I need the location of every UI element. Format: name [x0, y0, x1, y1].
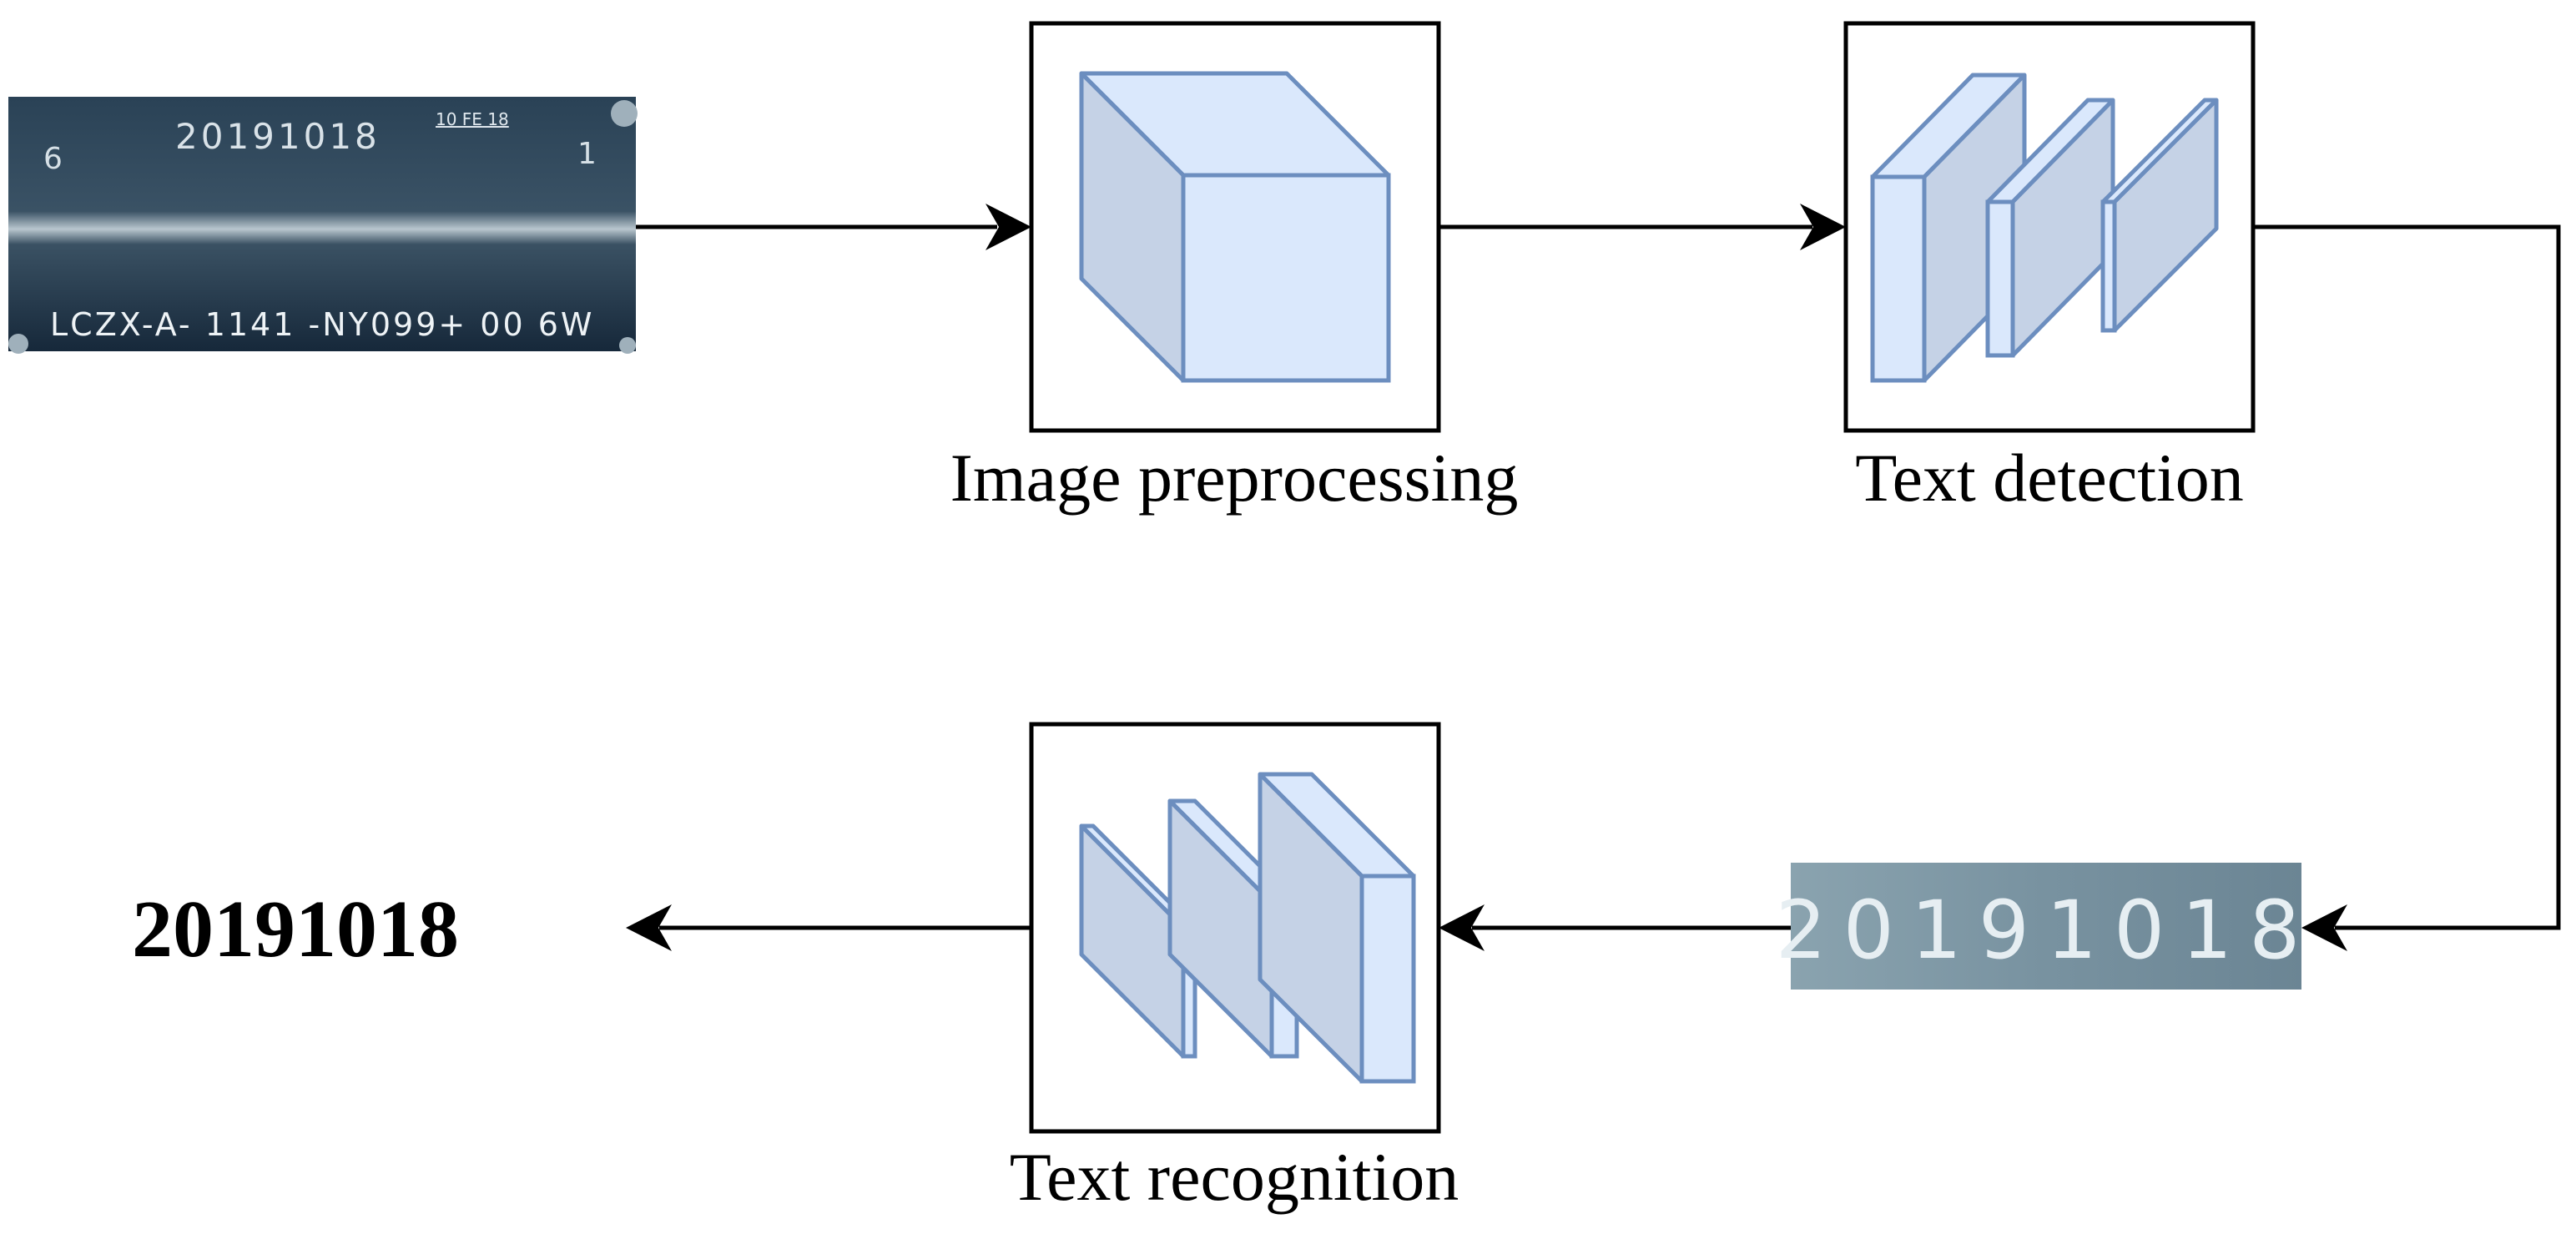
arrow-detection-to-crop	[2253, 224, 2561, 951]
detection-stage: Text detection	[1843, 21, 2256, 516]
detected-crop: 20191018	[1776, 863, 2317, 990]
preprocessing-label: Image preprocessing	[950, 440, 1519, 516]
input-image-top-left-digit: 6	[43, 142, 63, 176]
arrow-recognition-to-result	[626, 904, 1031, 951]
recognition-label: Text recognition	[1010, 1139, 1459, 1215]
detected-crop-background	[1791, 863, 2301, 990]
preprocessing-stage: Image preprocessing	[950, 21, 1519, 516]
input-image-date-stamp: 20191018	[175, 116, 381, 157]
input-image-corner-mark	[619, 337, 636, 354]
arrow-crop-to-recognition	[1439, 904, 1791, 951]
input-image-small-stamp: 10 FE 18	[436, 109, 509, 129]
layers-shrinking-icon	[1870, 73, 2219, 383]
arrow-preprocessing-to-detection	[1439, 204, 1846, 250]
input-image-bottom-code: LCZX-A- 1141 -NY099+ 00 6W	[50, 306, 594, 343]
recognition-stage: Text recognition	[1010, 722, 1459, 1215]
input-image-corner-mark	[611, 100, 638, 127]
layers-growing-icon	[1079, 772, 1416, 1084]
recognized-result: 20191018	[132, 884, 459, 975]
input-image-corner-mark	[8, 334, 28, 354]
input-image-top-right-digit: 1	[577, 137, 597, 171]
detection-label: Text detection	[1855, 440, 2244, 516]
input-image-background	[8, 97, 636, 351]
detected-crop-text: 20191018	[1776, 884, 2317, 977]
input-image: 6 20191018 10 FE 18 1 LCZX-A- 1141 -NY09…	[8, 97, 638, 354]
cube-icon	[1079, 71, 1391, 383]
arrow-input-to-preprocessing	[636, 204, 1031, 250]
